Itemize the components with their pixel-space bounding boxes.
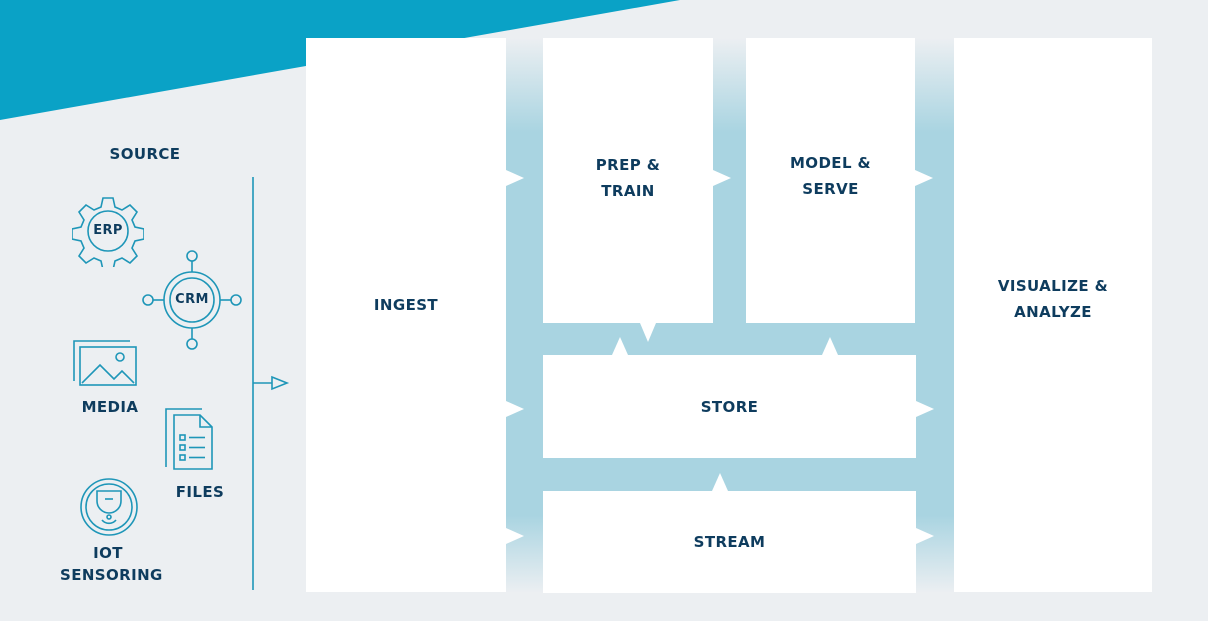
arrow-ingest-prep bbox=[506, 170, 524, 186]
arrow-ingest-store bbox=[506, 401, 524, 417]
arrow-store-up-model bbox=[822, 337, 838, 355]
prep-train-box: PREP & TRAIN bbox=[543, 38, 713, 323]
visualize-box: VISUALIZE & ANALYZE bbox=[954, 38, 1152, 592]
visualize-label: VISUALIZE & ANALYZE bbox=[997, 277, 1109, 321]
media-image-icon bbox=[73, 340, 137, 386]
arrow-stream-visualize bbox=[916, 528, 934, 544]
files-document-icon bbox=[165, 408, 213, 470]
arrow-store-up-prep bbox=[612, 337, 628, 355]
ingest-box: INGEST bbox=[306, 38, 506, 592]
model-serve-box: MODEL & SERVE bbox=[746, 38, 915, 323]
iot-sensor-icon bbox=[80, 478, 138, 536]
store-label: STORE bbox=[700, 397, 759, 416]
files-label: FILES bbox=[175, 483, 225, 501]
source-title: SOURCE bbox=[109, 145, 181, 163]
source-connector bbox=[252, 177, 272, 590]
source-arrow-icon bbox=[271, 375, 290, 391]
erp-label: ERP bbox=[93, 223, 123, 238]
ingest-label: INGEST bbox=[373, 296, 439, 314]
stream-label: STREAM bbox=[693, 533, 766, 551]
arrow-stream-up-store bbox=[712, 473, 728, 491]
media-label: MEDIA bbox=[81, 398, 139, 416]
stream-box: STREAM bbox=[543, 491, 916, 593]
arrow-prep-model bbox=[713, 170, 731, 186]
arrow-ingest-stream bbox=[506, 528, 524, 544]
store-box: STORE bbox=[543, 355, 916, 458]
erp-gear-icon bbox=[72, 197, 144, 267]
model-serve-label: MODEL & SERVE bbox=[789, 154, 872, 198]
iot-label: IOT SENSORING bbox=[60, 544, 163, 584]
arrow-prep-down bbox=[640, 323, 656, 342]
arrow-model-visualize bbox=[915, 170, 933, 186]
prep-train-label: PREP & TRAIN bbox=[595, 156, 661, 200]
crm-label: CRM bbox=[175, 292, 209, 307]
arrow-store-visualize bbox=[916, 401, 934, 417]
crm-network-icon bbox=[142, 250, 242, 350]
